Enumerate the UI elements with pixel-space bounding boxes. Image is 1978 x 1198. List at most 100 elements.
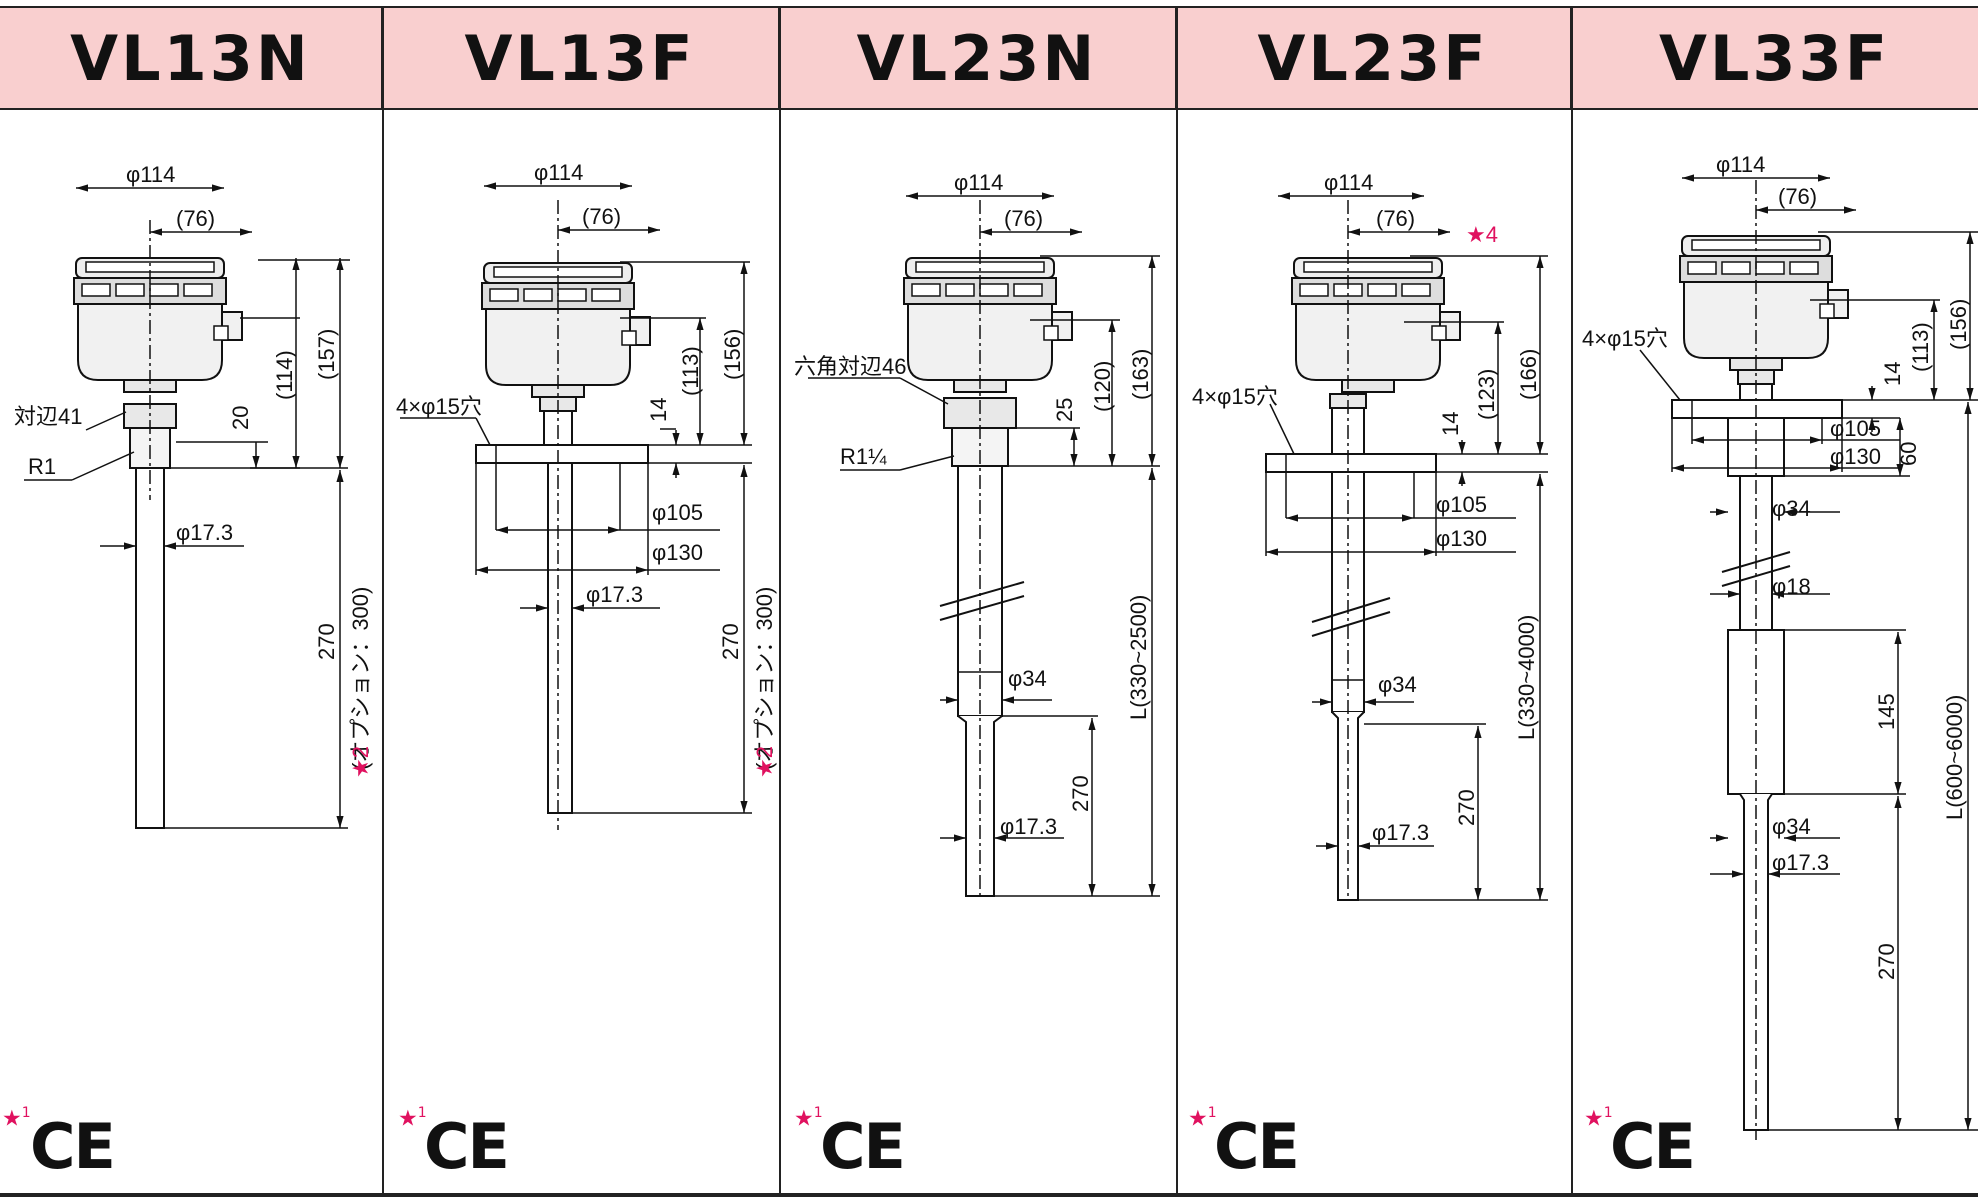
dim-rod-diameter: φ17.3: [1772, 850, 1829, 875]
dim-166: (166): [1516, 349, 1541, 400]
dim-head-diameter: φ114: [1716, 152, 1765, 177]
dim-25: 25: [1052, 398, 1077, 422]
star-note-vl33f: ★1: [1584, 1105, 1613, 1132]
star-note-vl23n: ★1: [794, 1105, 823, 1132]
model-title-vl13f: VL13F: [464, 21, 696, 95]
dim-76: (76): [1778, 184, 1817, 209]
dim-flange: φ130: [652, 540, 703, 565]
dim-76: (76): [176, 206, 215, 231]
dim-120: (120): [1090, 361, 1115, 412]
drawing-vl13f: [400, 182, 752, 830]
dim-60: 60: [1896, 442, 1921, 466]
drawing-vl23n: [808, 192, 1160, 900]
dim-114: (114): [272, 350, 297, 400]
dim-rod-diameter: φ17.3: [586, 582, 643, 607]
label-holes: 4×φ15穴: [1582, 326, 1668, 351]
header-divider: [0, 108, 1978, 110]
header-vl33f: VL33F: [1571, 8, 1978, 108]
labels-vl23n: φ114 (76) 六角対辺46 R1¼ φ34 φ17.3 25 (120) …: [794, 170, 1153, 839]
dim-113: (113): [1908, 322, 1933, 372]
dim-rod-diameter: φ17.3: [1372, 820, 1429, 845]
dim-rod-diameter: φ17.3: [1000, 814, 1057, 839]
label-thread: R1: [28, 454, 56, 479]
drawing-vl23f: [1265, 192, 1548, 901]
top-border: [0, 6, 1978, 9]
model-title-vl33f: VL33F: [1658, 21, 1891, 95]
labels-vl13n: φ114 (76) 対辺41 R1 φ17.3 20 (114) (157) 2…: [14, 162, 373, 778]
model-title-vl13n: VL13N: [70, 21, 311, 95]
dim-head-diameter: φ114: [954, 170, 1003, 195]
dim-L: L(600~6000): [1942, 695, 1967, 820]
dim-length: 270: [718, 623, 743, 660]
dim-head-diameter: φ114: [534, 160, 583, 185]
dim-pipe-diameter: φ34: [1378, 672, 1417, 697]
dim-145: 145: [1874, 693, 1899, 730]
dim-76: (76): [582, 204, 621, 229]
ce-mark-vl13n: CE: [30, 1110, 116, 1183]
dim-pcd: φ105: [1830, 416, 1881, 441]
dim-157: (157): [314, 329, 339, 380]
dim-length: 270: [314, 623, 339, 660]
header-vl23f: VL23F: [1176, 8, 1571, 108]
header-vl13n: VL13N: [0, 8, 382, 108]
dim-pipe-diameter: φ34: [1772, 496, 1811, 521]
dim-163: (163): [1128, 349, 1153, 400]
dim-113: (113): [678, 346, 703, 396]
ce-mark-vl23f: CE: [1214, 1110, 1300, 1183]
dim-length: 270: [1874, 943, 1899, 980]
dim-flange: φ130: [1436, 526, 1487, 551]
labels-vl23f: φ114 (76) ★4 4×φ15穴 φ105 φ130 φ34 φ17.3 …: [1192, 170, 1541, 845]
dim-156: (156): [1946, 299, 1971, 350]
header-vl13f: VL13F: [382, 8, 779, 108]
drawing-vl13n: [24, 184, 350, 829]
star-4: ★4: [1466, 222, 1498, 247]
dim-156: (156): [720, 329, 745, 380]
dim-pcd: φ105: [652, 500, 703, 525]
dim-pcd: φ105: [1436, 492, 1487, 517]
ce-mark-vl33f: CE: [1610, 1110, 1696, 1183]
dim-14: 14: [1438, 412, 1463, 436]
dim-pipe-diameter: φ34: [1008, 666, 1047, 691]
dim-14: 14: [1880, 362, 1905, 386]
dim-L: L(330~4000): [1514, 615, 1539, 740]
dim-flange: φ130: [1830, 444, 1881, 469]
dim-length: 270: [1068, 775, 1093, 812]
dim-L: L(330~2500): [1126, 595, 1151, 720]
dim-option: (オプション：300): [752, 587, 777, 770]
labels-vl33f: φ114 (76) 4×φ15穴 φ105 φ130 φ34 φ18 φ34 φ…: [1582, 152, 1971, 980]
dim-pipe-diameter-2: φ34: [1772, 814, 1811, 839]
column-divider: [1176, 8, 1178, 1194]
label-holes: 4×φ15穴: [396, 394, 482, 419]
column-divider: [382, 8, 384, 1194]
star-2: ★2: [348, 746, 373, 778]
label-hex: 六角対辺46: [794, 354, 906, 379]
label-hex: 対辺41: [14, 404, 82, 429]
header-vl23n: VL23N: [779, 8, 1176, 108]
star-note-vl23f: ★1: [1188, 1105, 1217, 1132]
dim-76: (76): [1004, 206, 1043, 231]
label-holes: 4×φ15穴: [1192, 384, 1278, 409]
dim-option: (オプション：300): [348, 587, 373, 770]
column-divider: [1571, 8, 1573, 1194]
model-title-vl23f: VL23F: [1257, 21, 1489, 95]
ce-mark-vl13f: CE: [424, 1110, 510, 1183]
dim-20: 20: [228, 406, 253, 430]
dim-rod-diameter: φ17.3: [176, 520, 233, 545]
dim-thin-diameter: φ18: [1772, 574, 1811, 599]
dim-123: (123): [1474, 369, 1499, 420]
dim-head-diameter: φ114: [126, 162, 175, 187]
drawing-vl33f: [1639, 174, 1978, 1140]
star-note-vl13n: ★1: [2, 1105, 31, 1132]
dim-head-diameter: φ114: [1324, 170, 1373, 195]
label-thread: R1¼: [840, 444, 887, 469]
star-note-vl13f: ★1: [398, 1105, 427, 1132]
model-title-vl23n: VL23N: [856, 21, 1098, 95]
dim-14: 14: [646, 398, 671, 422]
dim-76: (76): [1376, 206, 1415, 231]
column-divider: [779, 8, 781, 1194]
ce-mark-vl23n: CE: [820, 1110, 906, 1183]
star-2: ★2: [752, 746, 777, 778]
dim-length: 270: [1454, 789, 1479, 826]
